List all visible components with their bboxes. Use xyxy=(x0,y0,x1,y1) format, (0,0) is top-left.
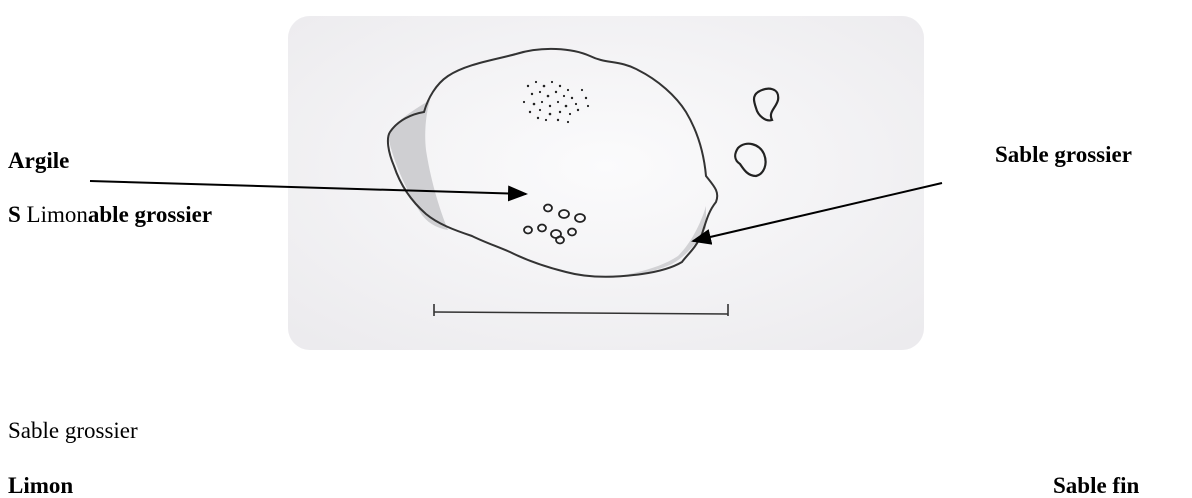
label-sable-grossier-right: Sable grossier xyxy=(995,143,1132,166)
arrow-to-rim xyxy=(693,183,942,241)
label-limon: Limon xyxy=(8,474,73,497)
label-s-prefix: S xyxy=(8,202,21,227)
label-sable-fin: Sable fin xyxy=(1053,474,1139,497)
label-argile: Argile xyxy=(8,149,69,172)
label-sable-grossier-plain: Sable grossier xyxy=(8,419,138,442)
label-able-grossier: able grossier xyxy=(88,202,212,227)
label-limon-inline: Limon xyxy=(21,202,88,227)
arrow-to-interior xyxy=(90,181,526,194)
label-limon-sable-grossier: S Limonable grossier xyxy=(8,203,212,226)
